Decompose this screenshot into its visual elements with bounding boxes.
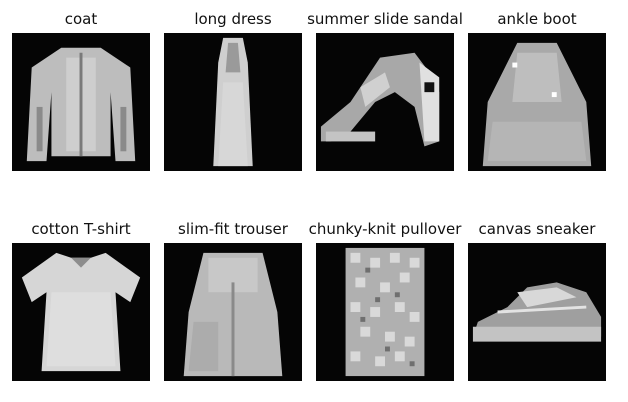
sandal-image bbox=[316, 33, 454, 171]
tshirt-image bbox=[12, 243, 150, 381]
tile-label: summer slide sandal bbox=[307, 10, 463, 28]
trouser-image bbox=[164, 243, 302, 381]
tile-label: canvas sneaker bbox=[478, 220, 596, 238]
tile-label: coat bbox=[64, 10, 98, 28]
sneaker-image bbox=[468, 243, 606, 381]
dress-image bbox=[164, 33, 302, 171]
boot-image bbox=[468, 33, 606, 171]
tile-label: cotton T-shirt bbox=[31, 220, 131, 238]
pullover-image bbox=[316, 243, 454, 381]
tile-label: slim-fit trouser bbox=[178, 220, 288, 238]
tile-label: ankle boot bbox=[497, 10, 577, 28]
tile-label: long dress bbox=[194, 10, 272, 28]
coat-image bbox=[12, 33, 150, 171]
tile-label: chunky-knit pullover bbox=[308, 220, 462, 238]
